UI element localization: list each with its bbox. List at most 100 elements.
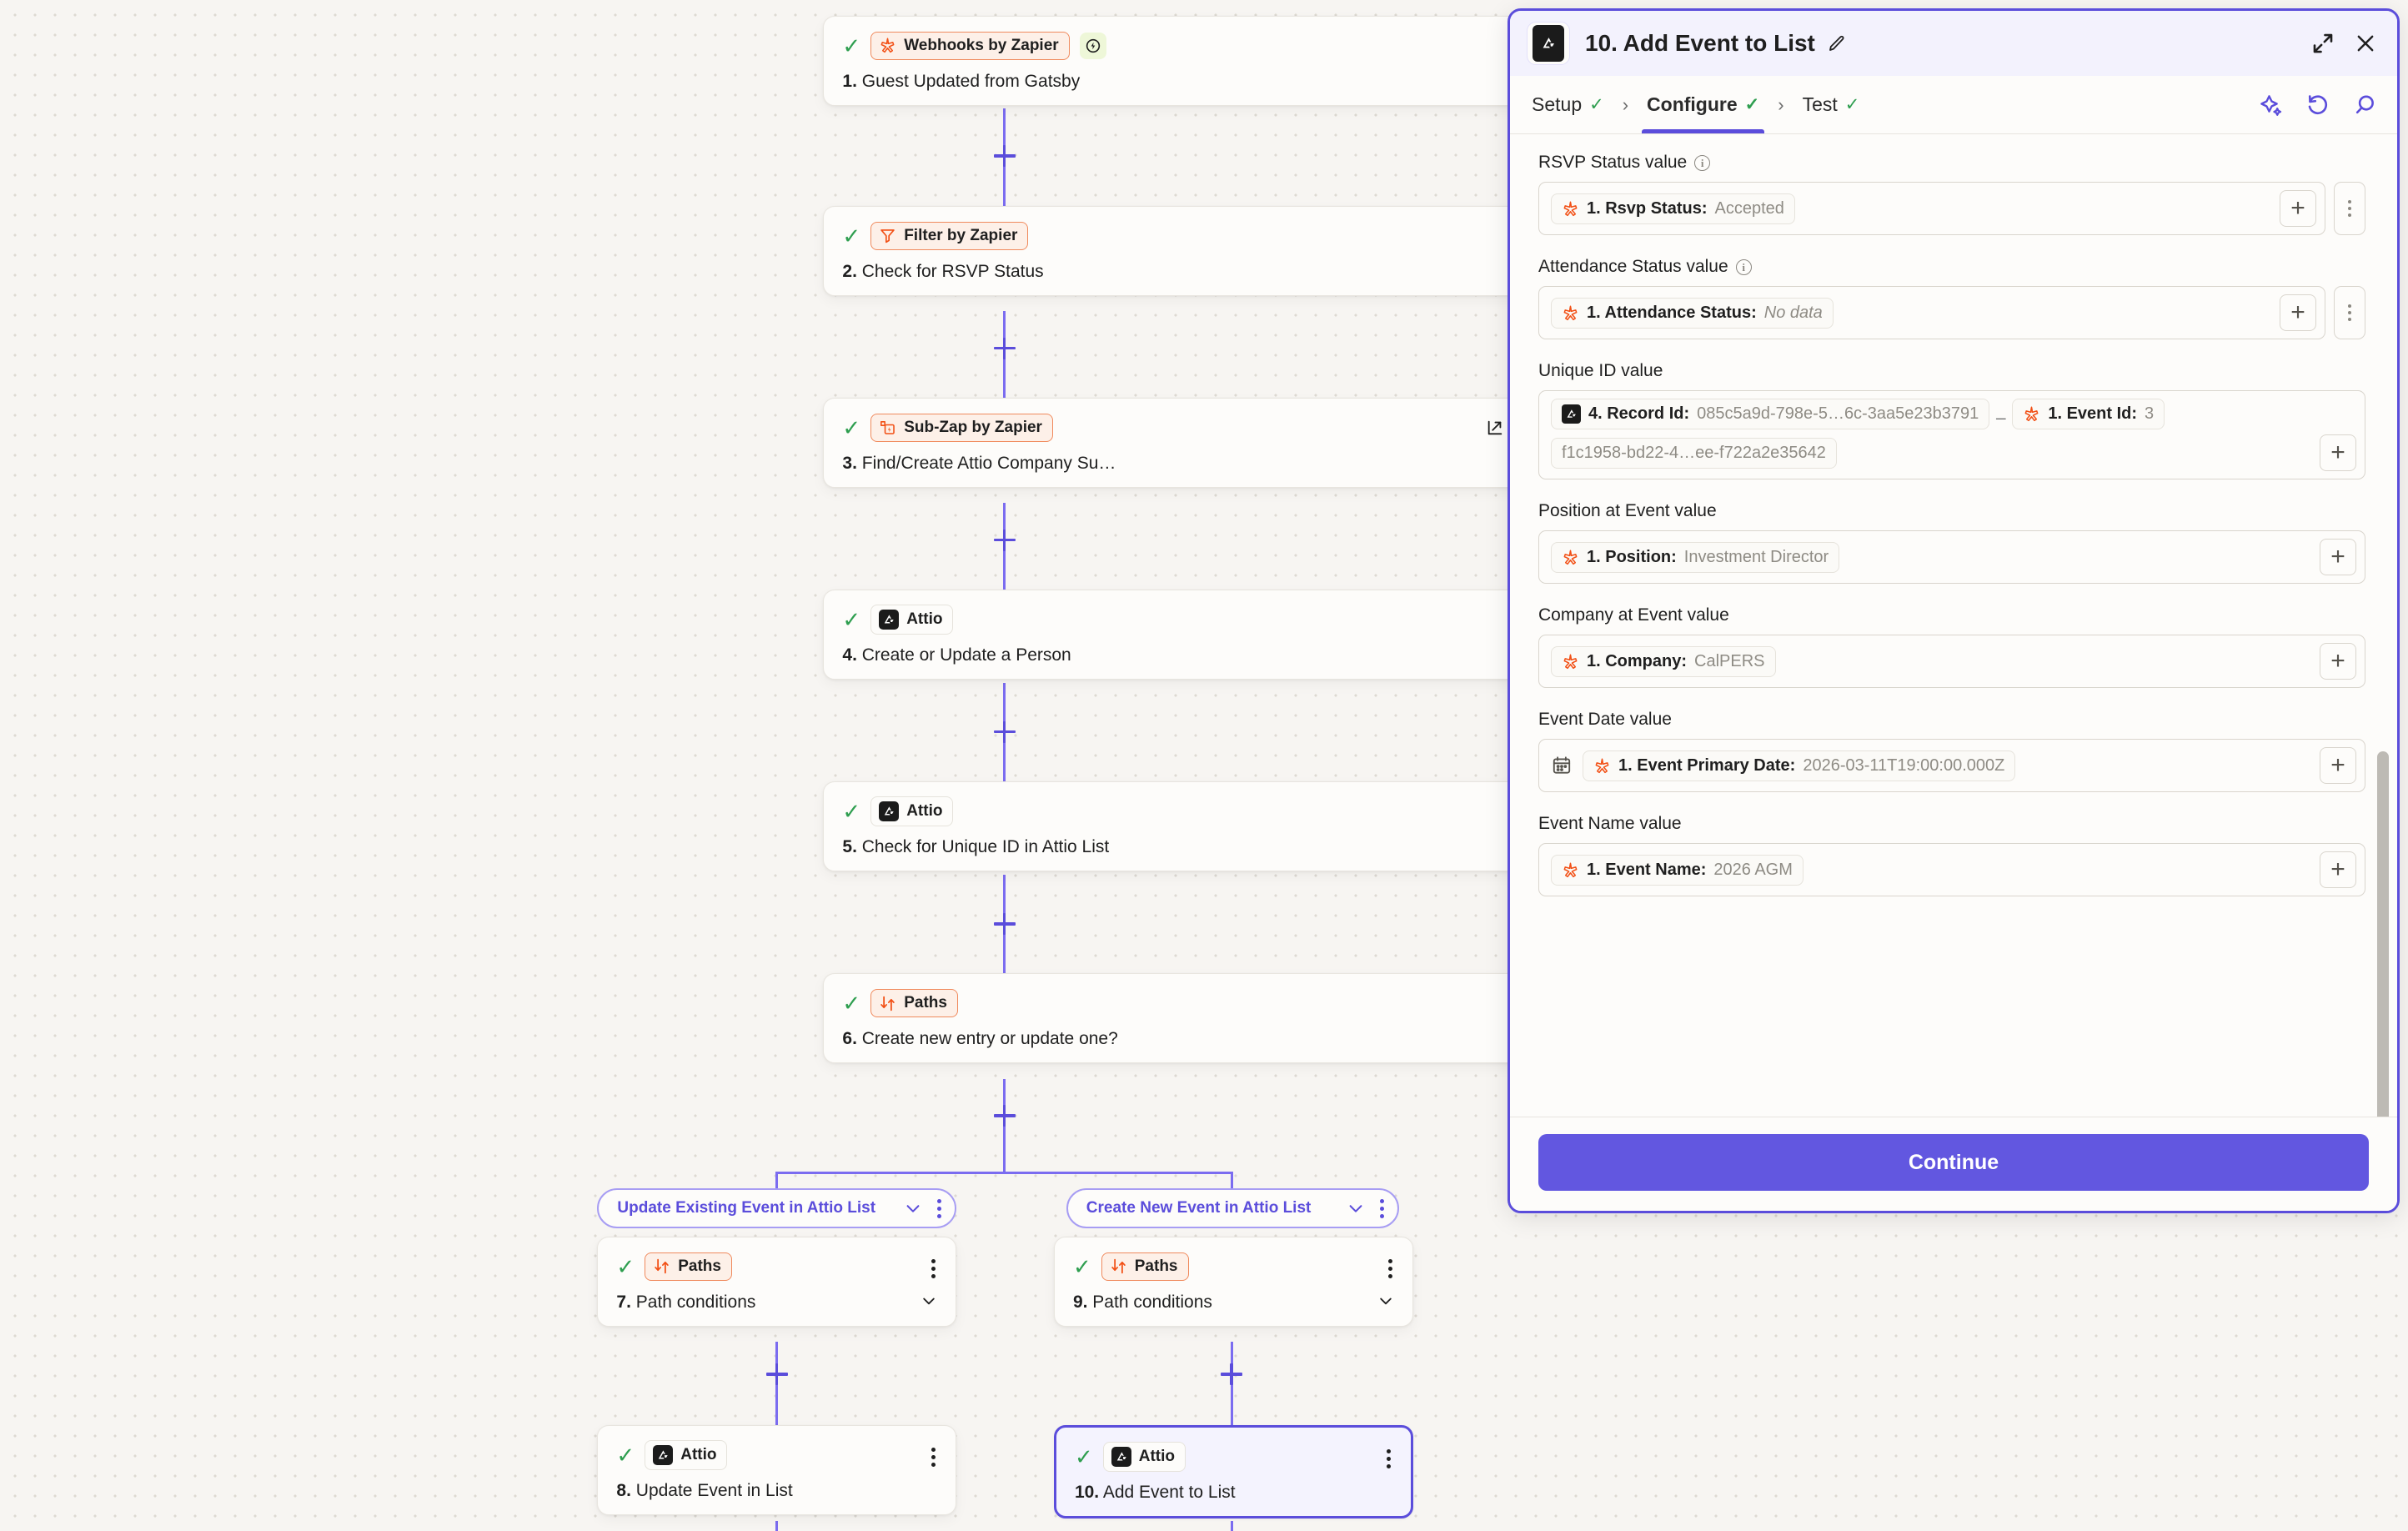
subzap-icon — [879, 419, 896, 437]
attio-icon — [879, 610, 900, 630]
add-step-button[interactable] — [993, 145, 1016, 168]
node-app-label: Attio — [906, 610, 943, 629]
data-token[interactable]: 4. Record Id:085c5a9d-798e-5…6c-3aa5e23b… — [1551, 399, 1990, 429]
node-title: 9. Path conditions — [1072, 1292, 1212, 1312]
token-value: No data — [1763, 303, 1823, 322]
tab-configure[interactable]: Configure ✓ — [1642, 76, 1765, 133]
field-label-text: Company at Event value — [1538, 605, 1729, 625]
field-input[interactable]: 1. Company:CalPERS + — [1538, 635, 2365, 688]
ai-sparkle-icon[interactable] — [2259, 93, 2284, 118]
field-menu-button[interactable] — [2334, 286, 2365, 339]
open-external-icon[interactable] — [1486, 419, 1504, 441]
token-name: 1. Event Id: — [2048, 404, 2138, 423]
check-icon: ✓ — [1844, 95, 1860, 114]
add-step-button[interactable] — [993, 913, 1016, 936]
pencil-icon[interactable] — [1827, 33, 1847, 53]
add-field-button[interactable]: + — [2280, 190, 2316, 227]
field-input[interactable]: 1. Attendance Status:No data + — [1538, 286, 2325, 339]
path-label-update[interactable]: Update Existing Event in Attio List — [597, 1188, 957, 1229]
add-field-button[interactable]: + — [2320, 539, 2356, 575]
token-value: 2026 AGM — [1713, 860, 1793, 879]
data-token[interactable]: 1. Position:Investment Director — [1551, 541, 1840, 573]
field-menu-button[interactable] — [2334, 182, 2365, 235]
check-icon: ✓ — [616, 1253, 635, 1279]
token-value: 2026-03-11T19:00:00.000Z — [1803, 755, 2005, 775]
tab-configure-label: Configure — [1647, 93, 1738, 115]
add-step-button[interactable] — [993, 529, 1016, 551]
zapier-webhooks-icon — [1562, 653, 1579, 670]
data-token[interactable]: 1. Event Id:3 — [2012, 399, 2165, 429]
attio-icon — [1111, 1447, 1131, 1468]
field-input[interactable]: 1. Rsvp Status:Accepted + — [1538, 182, 2325, 235]
add-field-button[interactable]: + — [2320, 851, 2356, 888]
chevron-down-icon[interactable] — [904, 1199, 922, 1217]
node-app-row: ✓Paths — [1073, 1252, 1394, 1281]
data-token[interactable]: 1. Attendance Status:No data — [1551, 297, 1834, 329]
node-app-row: ✓Sub-Zap by Zapier — [842, 414, 1534, 442]
node-app-row: ✓Filter by Zapier — [842, 221, 1534, 250]
node-app-chip: Attio — [870, 605, 954, 635]
node-menu-button[interactable] — [1385, 1256, 1396, 1282]
field-input[interactable]: 4. Record Id:085c5a9d-798e-5…6c-3aa5e23b… — [1538, 390, 2365, 479]
add-step-button[interactable] — [993, 720, 1016, 743]
expand-icon[interactable] — [2310, 31, 2335, 56]
data-token[interactable]: 1. Company:CalPERS — [1551, 645, 1776, 677]
add-field-button[interactable]: + — [2280, 294, 2316, 331]
path-menu-button[interactable] — [934, 1196, 945, 1222]
field-label-text: Event Name value — [1538, 814, 1682, 833]
node-menu-button[interactable] — [928, 1256, 939, 1282]
node-title: 5. Check for Unique ID in Attio List — [842, 837, 1110, 857]
add-field-button[interactable]: + — [2320, 434, 2356, 471]
search-icon[interactable] — [2352, 93, 2377, 118]
path-label-text: Create New Event in Attio List — [1086, 1199, 1312, 1217]
node-app-row: ✓Attio — [1075, 1442, 1392, 1473]
check-icon: ✓ — [842, 33, 861, 58]
paths-icon — [879, 995, 896, 1012]
node-menu-button[interactable] — [1383, 1446, 1394, 1472]
data-token[interactable]: 1. Event Name:2026 AGM — [1551, 854, 1803, 886]
zapier-webhooks-icon — [1562, 200, 1579, 218]
add-step-button[interactable] — [993, 337, 1016, 359]
chevron-down-icon[interactable] — [921, 1293, 937, 1309]
field-row: 1. Company:CalPERS + — [1538, 635, 2365, 688]
data-token[interactable]: f1c1958-bd22-4…ee-f722a2e35642 — [1551, 437, 1837, 469]
path-label-create[interactable]: Create New Event in Attio List — [1066, 1188, 1399, 1229]
info-icon[interactable]: i — [1735, 259, 1752, 275]
add-field-button[interactable]: + — [2320, 747, 2356, 784]
tab-test[interactable]: Test ✓ — [1798, 76, 1865, 133]
data-token[interactable]: 1. Rsvp Status:Accepted — [1551, 193, 1795, 224]
field-input[interactable]: 1. Event Primary Date:2026-03-11T19:00:0… — [1538, 739, 2365, 792]
undo-icon[interactable] — [2305, 93, 2330, 118]
field-row: 1. Event Primary Date:2026-03-11T19:00:0… — [1538, 739, 2365, 792]
field-input[interactable]: 1. Event Name:2026 AGM + — [1538, 843, 2365, 896]
node-menu-button[interactable] — [928, 1444, 939, 1470]
workflow-node-n9[interactable]: ✓Paths 9. Path conditions — [1053, 1236, 1413, 1327]
panel-scrollbar[interactable] — [2377, 751, 2389, 1117]
add-step-button[interactable] — [993, 1105, 1016, 1127]
path-menu-button[interactable] — [1377, 1196, 1387, 1222]
chevron-down-icon[interactable] — [1347, 1199, 1365, 1217]
chevron-down-icon[interactable] — [1377, 1293, 1394, 1309]
data-token[interactable]: 1. Event Primary Date:2026-03-11T19:00:0… — [1583, 750, 2016, 781]
info-icon[interactable]: i — [1694, 154, 1711, 171]
add-step-button[interactable] — [1221, 1363, 1243, 1386]
continue-button[interactable]: Continue — [1538, 1134, 2369, 1191]
node-app-row: ✓Paths — [842, 989, 1534, 1018]
close-icon[interactable] — [2354, 32, 2377, 55]
tab-setup[interactable]: Setup ✓ — [1527, 76, 1609, 133]
add-field-button[interactable]: + — [2320, 643, 2356, 680]
field-input[interactable]: 1. Position:Investment Director + — [1538, 530, 2365, 584]
field-label: Event Date value — [1538, 710, 2365, 730]
add-step-button[interactable] — [765, 1363, 788, 1386]
